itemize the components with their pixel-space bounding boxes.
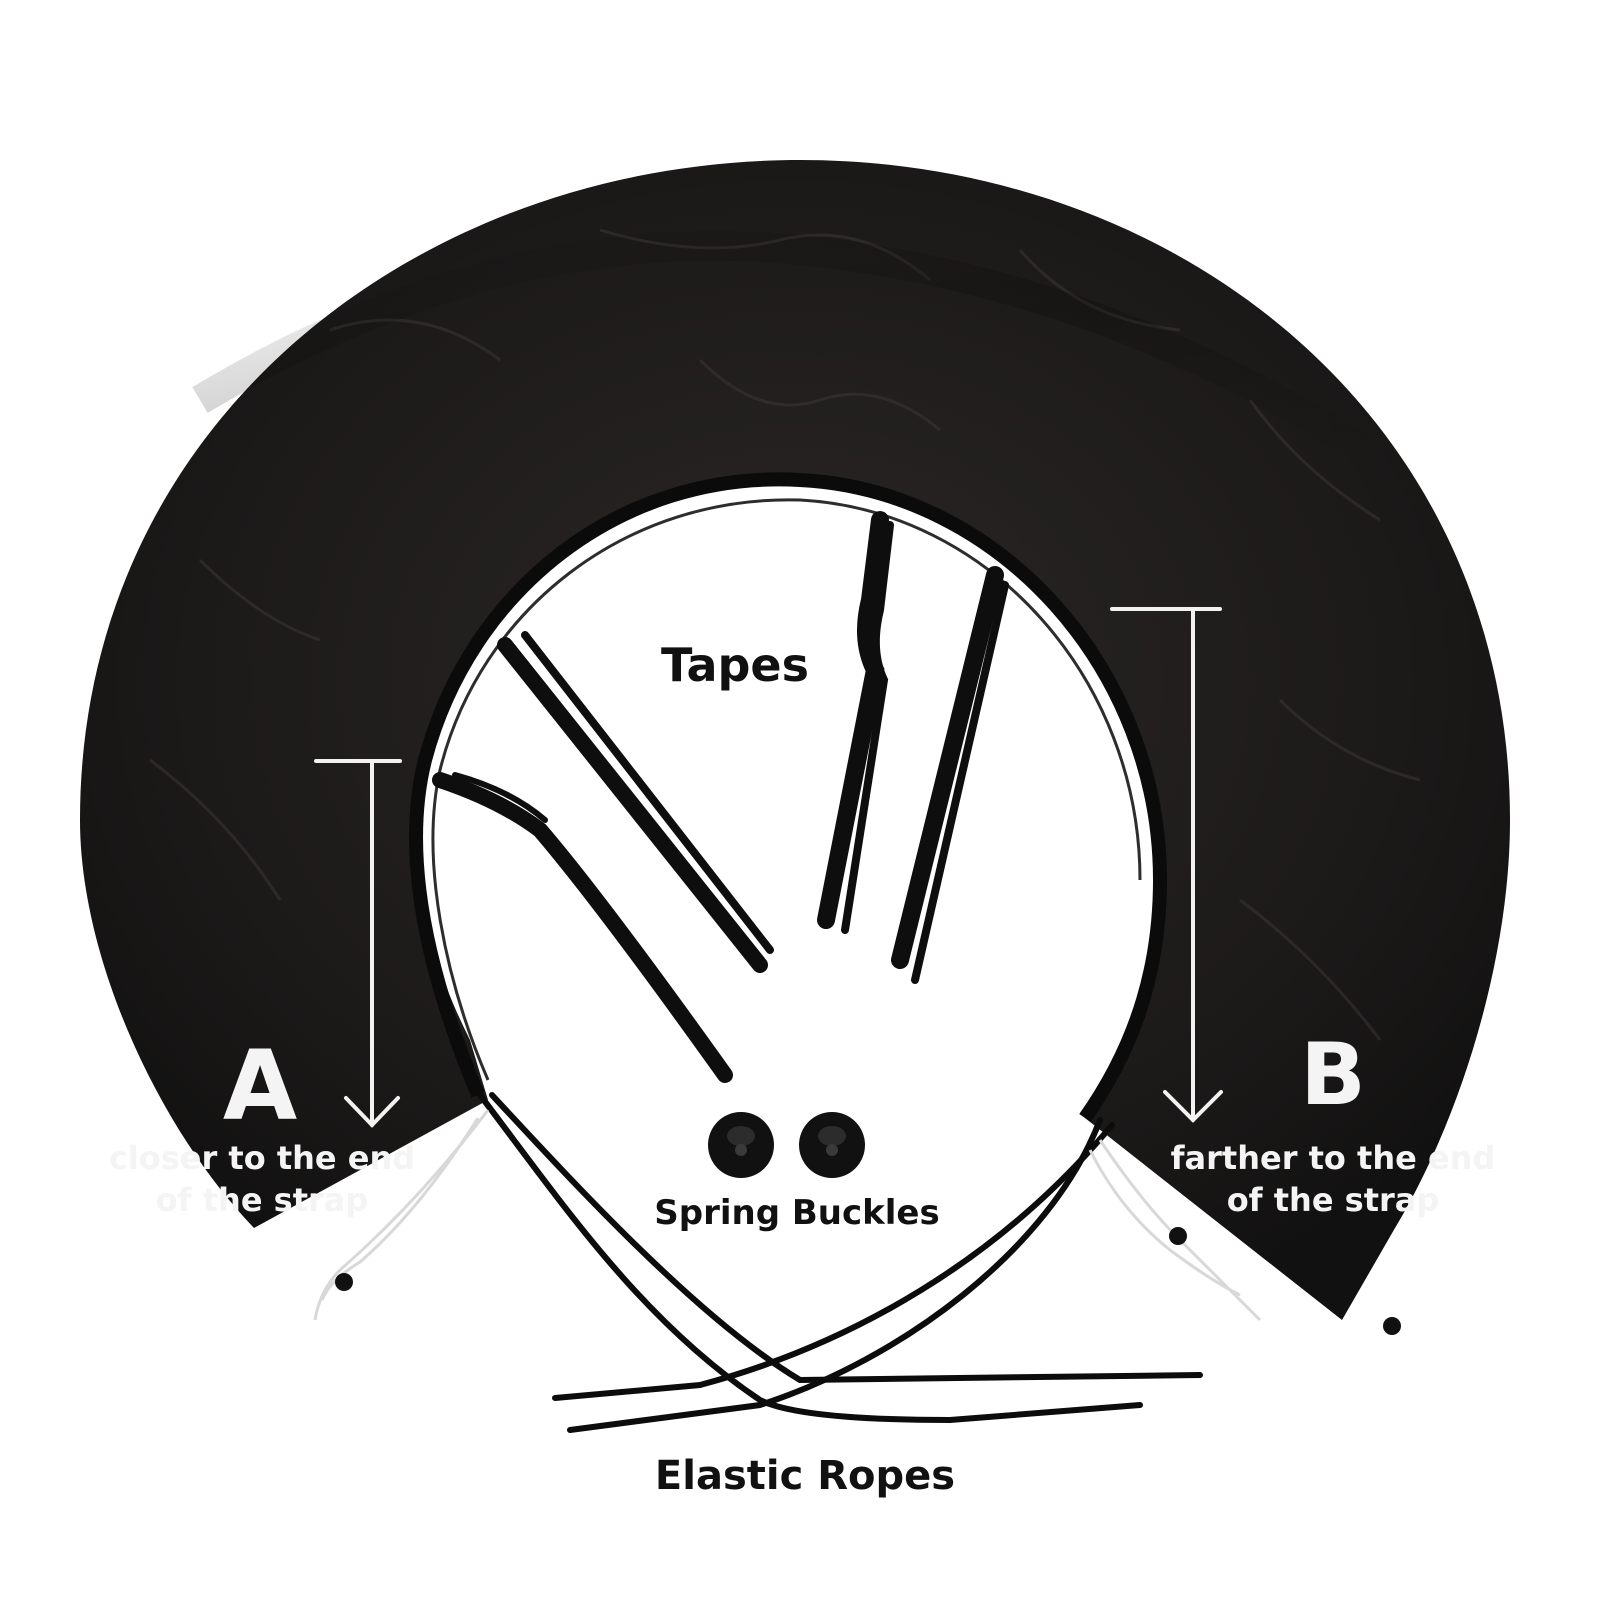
note-a-line1: closer to the end — [108, 1139, 416, 1177]
arrow-b — [1110, 607, 1223, 1123]
spring-buckle-right — [799, 1112, 865, 1178]
elastic-ropes-label: Elastic Ropes — [654, 1453, 956, 1499]
tape-1 — [432, 772, 733, 1083]
elastic-hem — [409, 472, 1168, 1123]
cover-fabric — [80, 160, 1510, 1320]
tape-3 — [817, 511, 894, 934]
elastic-ropes — [477, 1092, 1203, 1433]
note-a: closer to the end of the strap — [109, 1137, 415, 1221]
marker-b: B — [1300, 1025, 1366, 1125]
note-b-line2: of the strap — [1226, 1181, 1440, 1219]
tape-2 — [497, 631, 774, 973]
note-a-line2: of the strap — [155, 1181, 369, 1219]
tape-4 — [891, 566, 1009, 984]
spring-buckle-left — [708, 1112, 774, 1178]
spring-buckles-label: Spring Buckles — [654, 1193, 940, 1233]
note-b: farther to the end of the strap — [1171, 1137, 1496, 1221]
note-b-line1: farther to the end — [1170, 1139, 1496, 1177]
arrow-a — [314, 759, 402, 1128]
tapes-label: Tapes — [661, 638, 809, 692]
cord-stoppers — [335, 1227, 1401, 1335]
marker-a: A — [222, 1030, 298, 1142]
tapes — [432, 511, 1009, 1083]
